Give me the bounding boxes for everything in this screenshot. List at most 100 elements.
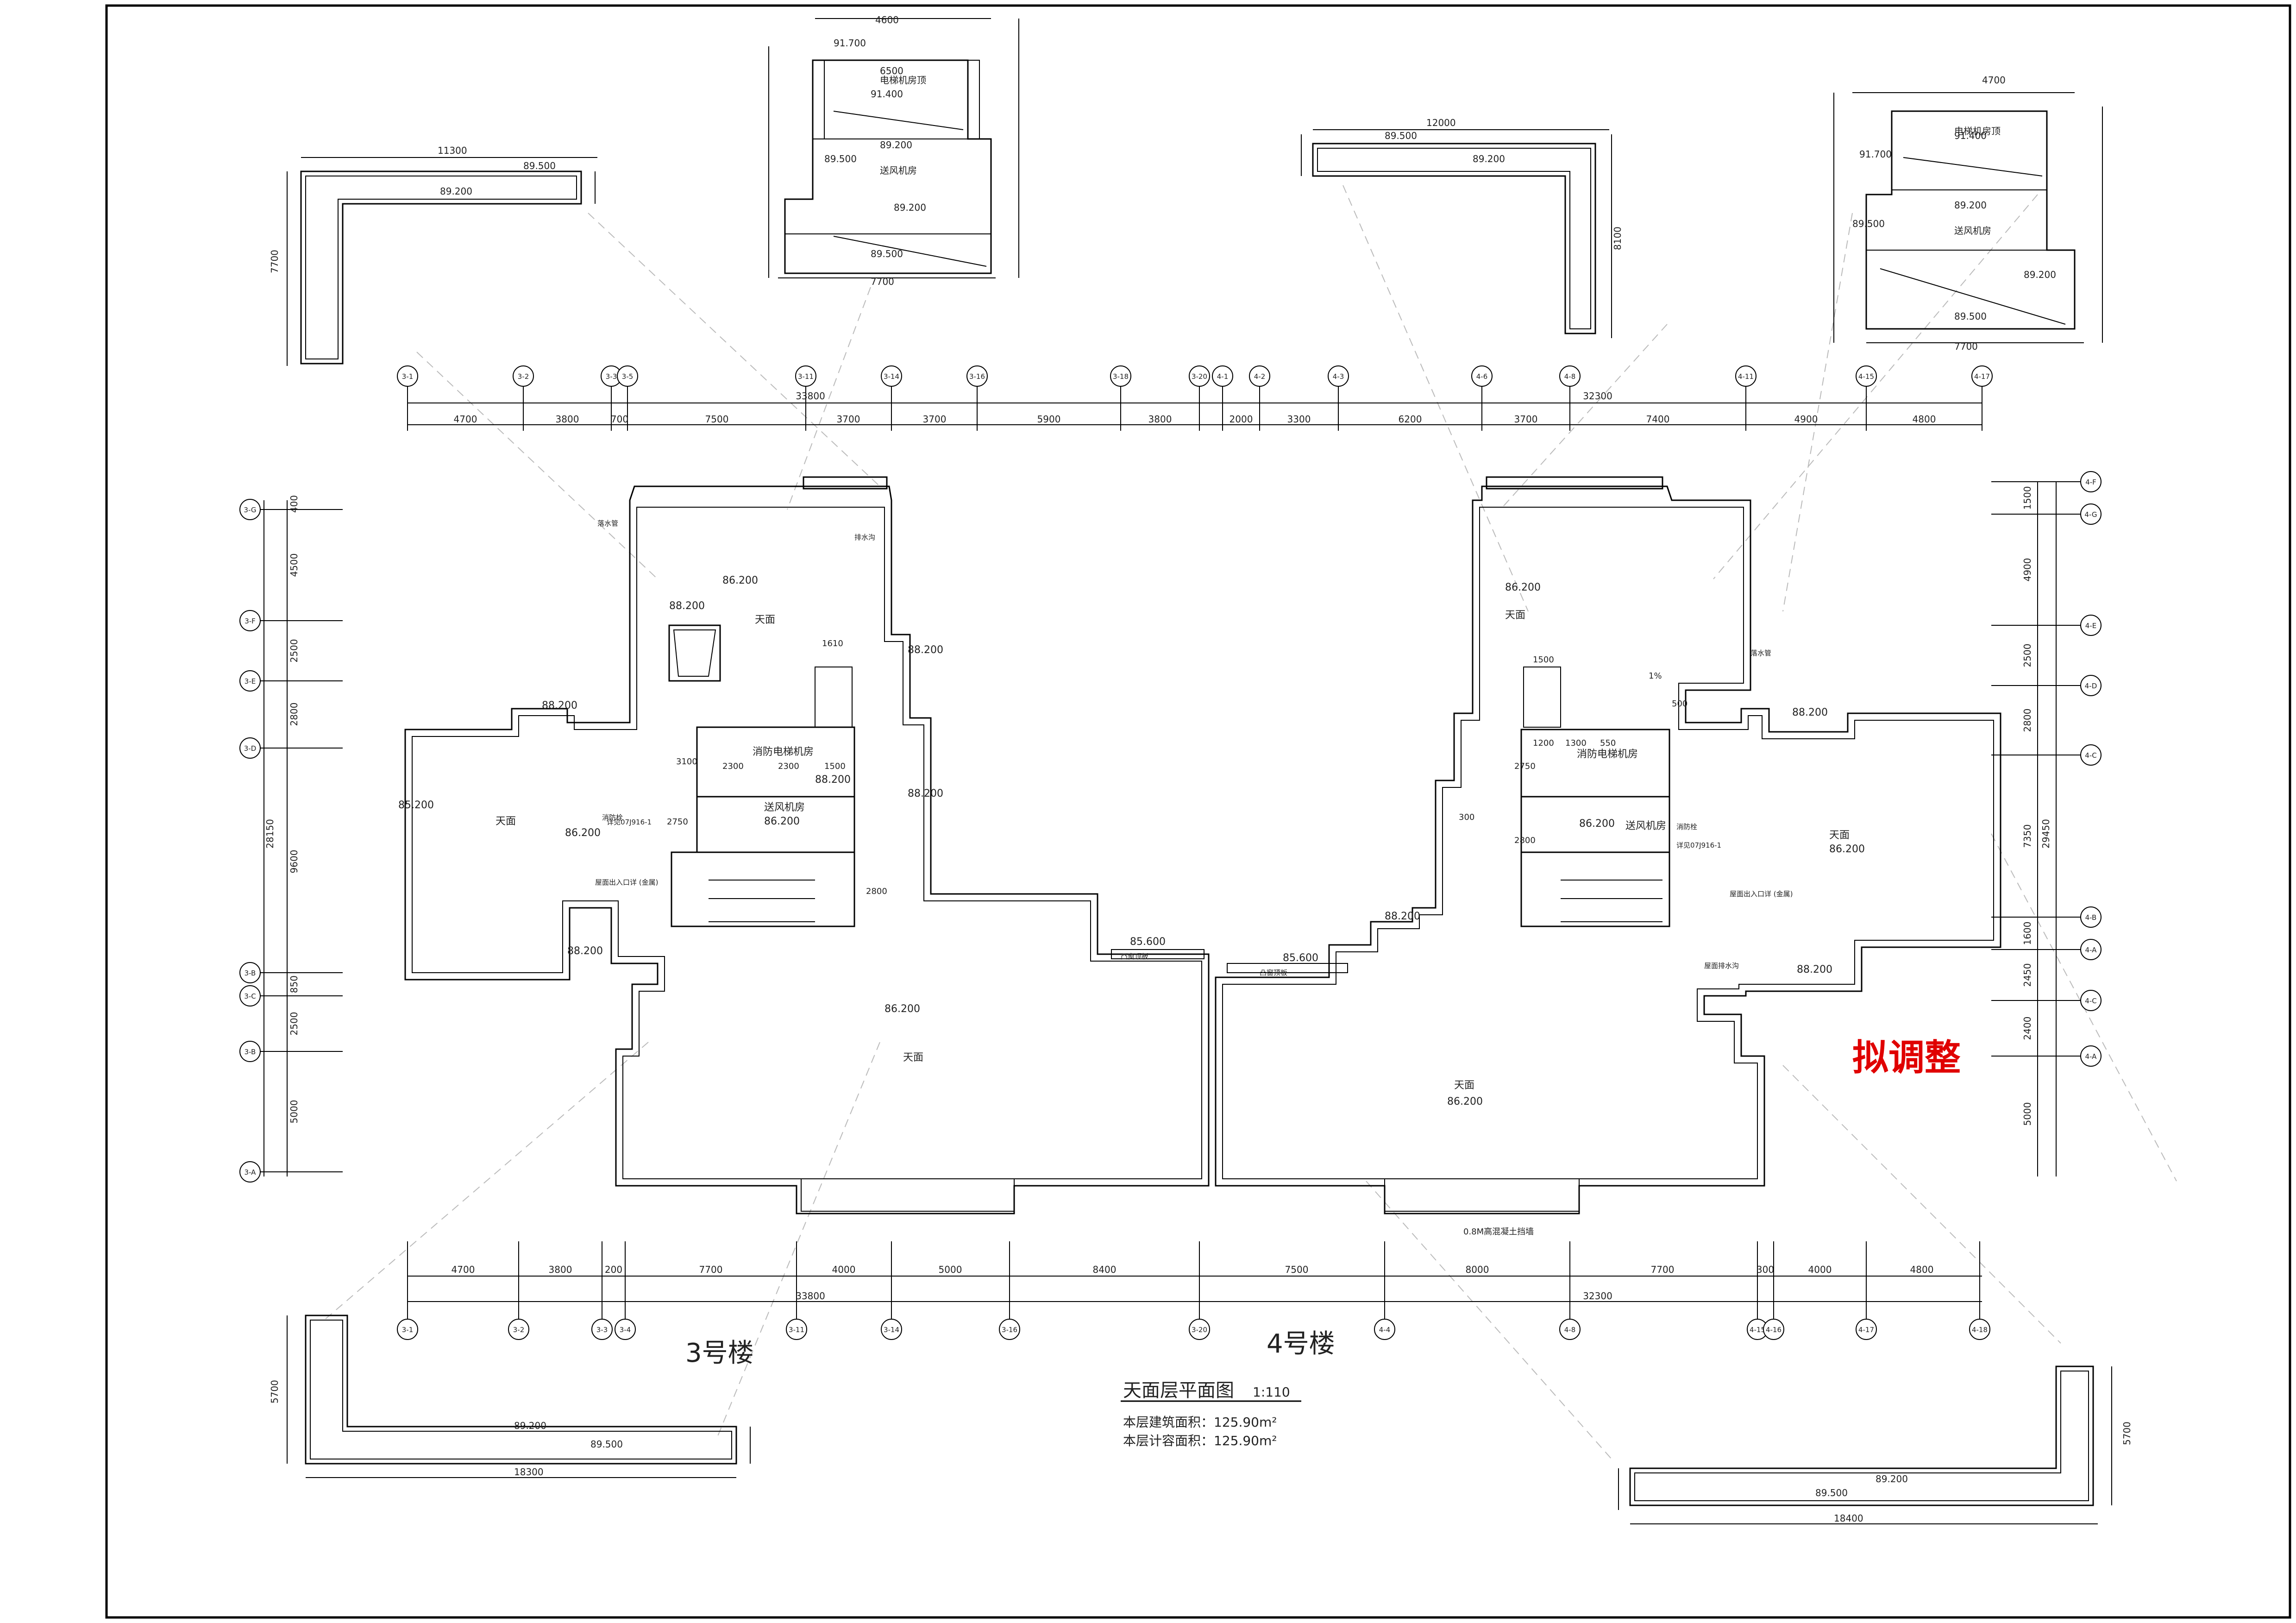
right-axis-4-C-7-label: 4-C bbox=[2085, 997, 2096, 1005]
detail-1-outline bbox=[287, 157, 597, 366]
left-dim-2: 2500 bbox=[289, 639, 300, 663]
b4-dim-3: 1300 bbox=[1565, 738, 1587, 748]
b3-room-2: 送风机房 bbox=[764, 802, 805, 813]
b3-elev-2: 88.200 bbox=[669, 600, 705, 612]
b3-elev-7: 88.200 bbox=[567, 945, 603, 957]
bottom-axis-4-18: 4-18 bbox=[1969, 1319, 1990, 1340]
left-dim-0: 400 bbox=[289, 495, 300, 513]
building-4-label: 4号楼 bbox=[1267, 1329, 1335, 1359]
b3-roof-label-3: 天面 bbox=[903, 1052, 923, 1063]
top-axis-4-17: 4-17 bbox=[1971, 365, 1993, 387]
top-dim-b3-1: 3800 bbox=[556, 414, 579, 425]
top-total-b3: 33800 bbox=[796, 390, 825, 402]
b4-note-2: 详见07J916-1 bbox=[1676, 841, 1721, 849]
top-axis-4-2-label: 4-2 bbox=[1254, 372, 1266, 381]
left-axis-3-A-7-label: 3-A bbox=[245, 1168, 257, 1176]
d1-dim-1: 11300 bbox=[438, 145, 467, 156]
d4-dim-2: 7700 bbox=[1954, 341, 1978, 352]
b3-dim-2: 2300 bbox=[722, 761, 744, 771]
bottom-axis-3-4-3-label: 3-4 bbox=[620, 1326, 631, 1334]
bottom-axis-3-3-2: 3-3 bbox=[591, 1319, 613, 1340]
top-dim-b3-4: 3700 bbox=[837, 414, 860, 425]
d6-elev-1: 89.200 bbox=[1876, 1473, 1908, 1485]
b4-note-6: 0.8M高混凝土挡墙 bbox=[1463, 1227, 1534, 1237]
top-axis-4-8: 4-8 bbox=[1559, 365, 1581, 387]
bottom-axis-4-17-label: 4-17 bbox=[1858, 1326, 1874, 1334]
d4-elev-2: 91.700 bbox=[1859, 149, 1892, 160]
b3-dim-7: 2800 bbox=[866, 887, 887, 896]
b3-room-elev-1: 88.200 bbox=[815, 774, 851, 786]
top-dim-b4-5: 4900 bbox=[1794, 414, 1818, 425]
d2-elev-5: 89.200 bbox=[894, 202, 926, 213]
top-axis-4-3-label: 4-3 bbox=[1333, 372, 1344, 381]
top-dim-b4-2: 6200 bbox=[1399, 414, 1422, 425]
top-axis-3-14-label: 3-14 bbox=[884, 372, 899, 381]
d6-elev-2: 89.500 bbox=[1815, 1487, 1848, 1498]
adjustment-stamp: 拟调整 bbox=[1852, 1037, 1961, 1079]
b4-dim-1: 1500 bbox=[1533, 655, 1554, 665]
b3-dim-5: 3100 bbox=[676, 757, 697, 767]
building-3-plan bbox=[404, 476, 1210, 1214]
b3-room-elev-2: 86.200 bbox=[764, 816, 800, 827]
d3-dim-1: 12000 bbox=[1426, 117, 1456, 128]
b4-dim-8: 1% bbox=[1649, 671, 1662, 681]
left-axis-3-B-6: 3-B bbox=[239, 1041, 261, 1062]
b4-elev-1: 86.200 bbox=[1505, 582, 1541, 593]
d5-dim-1: 18300 bbox=[514, 1466, 544, 1478]
right-axis-4-A-8-label: 4-A bbox=[2085, 1052, 2097, 1061]
left-axis-3-C-5: 3-C bbox=[239, 985, 261, 1007]
b4-text-group: 天面 天面 天面 86.200 88.200 88.200 86.200 86.… bbox=[1260, 582, 1865, 1237]
bottom-dim-b4-2: 7700 bbox=[1651, 1264, 1675, 1275]
top-dim-b3-7: 3800 bbox=[1148, 414, 1172, 425]
left-dim-3: 2800 bbox=[289, 703, 300, 726]
top-axis-3-16-label: 3-16 bbox=[969, 372, 985, 381]
bottom-axis-3-1-0-label: 3-1 bbox=[402, 1326, 414, 1334]
top-axis-4-1: 4-1 bbox=[1212, 365, 1233, 387]
top-dim-b4-3: 3700 bbox=[1514, 414, 1538, 425]
b4-note-5: 凸窗顶板 bbox=[1260, 969, 1287, 977]
bottom-axis-3-2-1: 3-2 bbox=[508, 1319, 529, 1340]
b4-roof-label-3: 天面 bbox=[1454, 1080, 1474, 1091]
area-built-text: 本层建筑面积：125.90m² bbox=[1123, 1415, 1277, 1430]
d4-elev-4: 89.500 bbox=[1852, 218, 1885, 229]
b4-elev-2: 88.200 bbox=[1792, 707, 1828, 718]
bottom-axis-3-16-6-label: 3-16 bbox=[1002, 1326, 1017, 1334]
right-dim-7: 2400 bbox=[2022, 1017, 2033, 1040]
b3-elev-6: 86.200 bbox=[565, 827, 601, 839]
right-axis-4-A-6-label: 4-A bbox=[2085, 946, 2097, 954]
left-axis-3-F-1-label: 3-F bbox=[245, 617, 256, 625]
bottom-dim-b4-0: 7500 bbox=[1285, 1264, 1309, 1275]
top-axis-3-2: 3-2 bbox=[513, 365, 534, 387]
drawing-title: 天面层平面图 bbox=[1123, 1380, 1234, 1401]
top-dim-b3-3: 7500 bbox=[705, 414, 729, 425]
b3-note-4: 落水管 bbox=[597, 519, 618, 528]
detail-5-outline bbox=[287, 1315, 751, 1478]
d1-dim-2: 7700 bbox=[269, 250, 280, 273]
bottom-dim-b4-5: 4800 bbox=[1910, 1264, 1934, 1275]
d6-dim-1: 18400 bbox=[1834, 1513, 1863, 1524]
right-dim-8: 5000 bbox=[2022, 1102, 2033, 1126]
bottom-total-b3: 33800 bbox=[796, 1290, 825, 1302]
top-axis-3-11-label: 3-11 bbox=[798, 372, 814, 381]
building-3-label: 3号楼 bbox=[685, 1338, 754, 1368]
right-dim-5: 1600 bbox=[2022, 922, 2033, 945]
b4-note-1: 屋面出入口详 (金属) bbox=[1730, 890, 1793, 898]
bottom-dim-b4-3: 300 bbox=[1757, 1264, 1774, 1275]
building-4-plan bbox=[1215, 476, 2001, 1214]
top-axis-3-1: 3-1 bbox=[397, 365, 418, 387]
left-dim-1: 4500 bbox=[289, 554, 300, 577]
bottom-axis-4-18-label: 4-18 bbox=[1972, 1326, 1988, 1334]
bottom-dim-b3-3: 7700 bbox=[699, 1264, 723, 1275]
bottom-dim-b3-6: 8400 bbox=[1093, 1264, 1117, 1275]
bottom-axis-3-11-4: 3-11 bbox=[786, 1319, 807, 1340]
top-axis-3-5-label: 3-5 bbox=[622, 372, 634, 381]
left-axis-3-F-1: 3-F bbox=[239, 610, 261, 631]
top-dim-b3-2: 700 bbox=[611, 414, 628, 425]
b4-room-elev-1: 86.200 bbox=[1579, 818, 1615, 830]
b3-elev-4: 88.200 bbox=[908, 644, 943, 656]
left-axis-3-G-0: 3-G bbox=[239, 499, 261, 520]
bottom-axis-4-8: 4-8 bbox=[1559, 1319, 1581, 1340]
top-axis-4-11-label: 4-11 bbox=[1738, 372, 1754, 381]
d2-dim-3: 6500 bbox=[880, 65, 903, 76]
